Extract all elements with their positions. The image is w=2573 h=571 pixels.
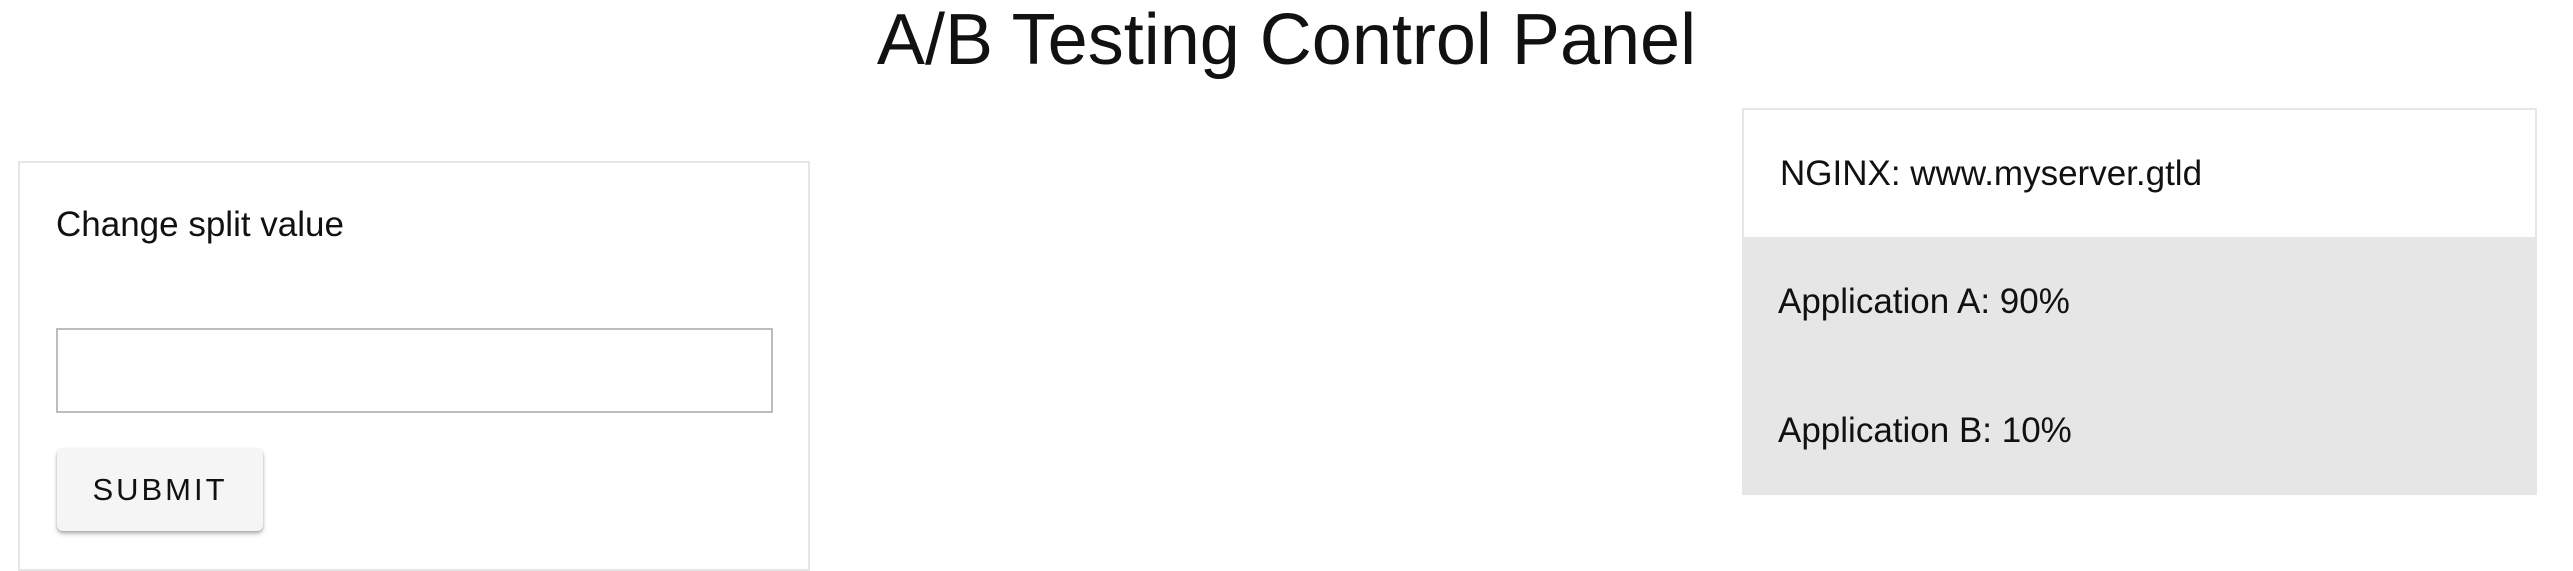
split-value-input[interactable] bbox=[56, 328, 773, 413]
form-heading: Change split value bbox=[56, 205, 344, 244]
split-form-card: Change split value SUBMIT bbox=[18, 161, 810, 571]
status-item-application-a: Application A: 90% bbox=[1742, 237, 2537, 366]
status-list: NGINX: www.myserver.gtld Application A: … bbox=[1742, 108, 2537, 495]
submit-button[interactable]: SUBMIT bbox=[57, 448, 263, 531]
status-item-server: NGINX: www.myserver.gtld bbox=[1742, 108, 2537, 237]
page-title: A/B Testing Control Panel bbox=[876, 0, 1697, 80]
status-item-application-b: Application B: 10% bbox=[1742, 366, 2537, 495]
